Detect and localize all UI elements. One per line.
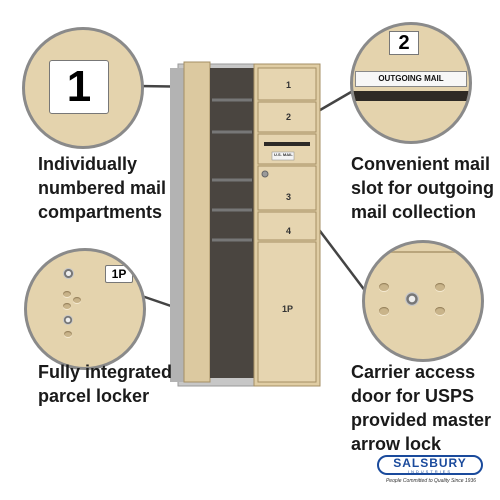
parcel-locker-door: [257, 241, 317, 383]
caption-compartments: Individually numbered mail compartments: [38, 154, 167, 222]
parcel-lock-icon: [63, 268, 74, 279]
mailbox-side: [170, 68, 184, 382]
carrier-lock: [261, 170, 269, 178]
parcel-locker-closeup: 1P: [24, 248, 146, 370]
parcel-number-plate: 1P: [105, 265, 133, 283]
rivet: [379, 283, 389, 291]
door-number-3: 3: [286, 192, 292, 202]
rivet: [435, 307, 445, 315]
mailbox-interior: [210, 68, 254, 378]
outgoing-number-plate: 2: [389, 31, 419, 55]
rivet: [435, 283, 445, 291]
door-1: [257, 67, 317, 101]
mailbox-illustration: [170, 61, 321, 387]
parcel-door-label: 1P: [282, 304, 294, 314]
interior-shelves: [212, 98, 252, 242]
door-number-1: 1: [286, 80, 292, 90]
door-4: [257, 211, 317, 241]
carrier-door-closeup: [362, 240, 484, 362]
rivet: [63, 303, 71, 309]
usps-plate: [271, 151, 295, 161]
door-number-2: 2: [286, 112, 292, 122]
door-edge: [365, 251, 481, 253]
rivet: [73, 297, 81, 303]
brand-subline: INDUSTRIES: [407, 469, 453, 474]
caption-carrier-door: Carrier access door for USPS provided ma…: [351, 362, 492, 454]
caption-outgoing-slot: Convenient mail slot for outgoing mail c…: [351, 154, 494, 222]
compartment-number-plate: 1: [49, 60, 109, 114]
rivet: [63, 291, 71, 297]
outgoing-slot-closeup: 2 OUTGOING MAIL: [350, 22, 472, 144]
brand-tagline: People Committed to Quality Since 1936: [385, 478, 477, 484]
rivet: [64, 331, 72, 337]
outgoing-slot-opening: [353, 91, 469, 101]
door-number-4: 4: [286, 226, 292, 236]
carrier-door-open: [183, 61, 211, 383]
compartment-doors: [257, 67, 317, 383]
caption-parcel-locker: Fully integrated parcel locker: [38, 362, 173, 406]
outgoing-mail-label: OUTGOING MAIL: [355, 71, 467, 87]
logo-badge: SALSBURY INDUSTRIES: [377, 455, 483, 475]
brand-name: SALSBURY: [393, 456, 467, 470]
arrow-lock-icon: [405, 292, 419, 306]
rivet: [379, 307, 389, 315]
compartment-closeup: 1: [22, 27, 144, 149]
outgoing-slot: [264, 142, 310, 146]
door-2: [257, 101, 317, 133]
salsbury-logo: SALSBURY INDUSTRIES People Committed to …: [371, 455, 491, 488]
usps-label: U.S. MAIL: [274, 152, 293, 157]
lock-icon: [63, 315, 73, 325]
door-3: [257, 165, 317, 211]
